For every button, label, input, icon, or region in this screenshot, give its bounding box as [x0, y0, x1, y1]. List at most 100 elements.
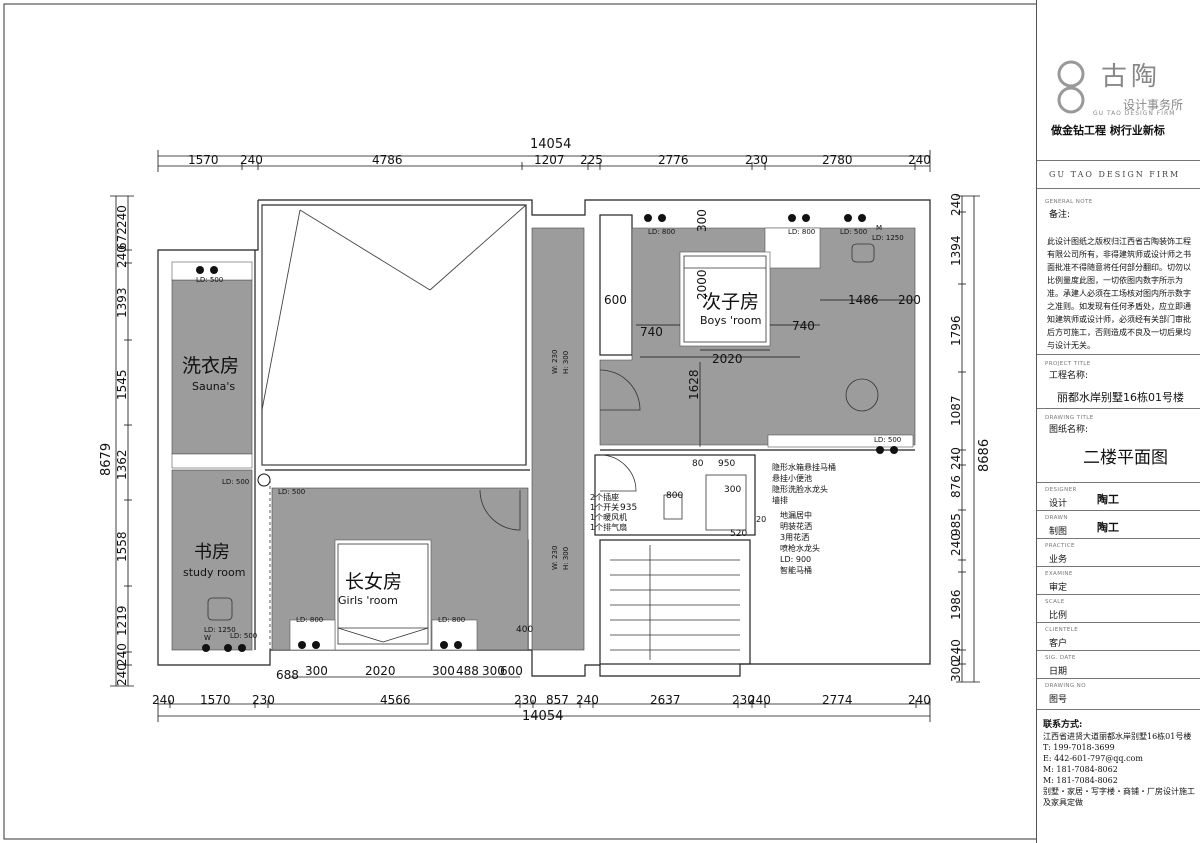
svg-text:876: 876 [949, 475, 963, 498]
ld-labels: LD: 500 LD: 800 LD: 800 LD: 500 M LD: 12… [196, 224, 904, 642]
void-hatch [261, 204, 527, 466]
svg-text:300: 300 [695, 209, 709, 232]
dim-total-left: 8679 [99, 443, 114, 476]
contact-mobile-1: M: 181-7084-8062 [1043, 765, 1118, 774]
svg-text:LD: 500: LD: 500 [874, 436, 901, 444]
svg-text:300: 300 [482, 664, 505, 678]
project-cn: 工程名称: [1049, 371, 1089, 381]
svg-text:LD: 1250: LD: 1250 [204, 626, 236, 634]
svg-text:20: 20 [756, 515, 766, 524]
svg-text:1个开关: 1个开关 [590, 502, 619, 512]
dim-left-chain: 240 672 240 1393 1545 1362 1558 1219 240… [115, 205, 129, 686]
note-body: 此设计图纸之版权归江西省古陶装饰工程有限公司所有，非得建筑师或设计师之书面批准不… [1047, 237, 1191, 350]
svg-text:230: 230 [514, 693, 537, 707]
svg-text:950: 950 [718, 459, 735, 469]
doors [269, 369, 641, 650]
svg-text:2个插座: 2个插座 [590, 492, 619, 502]
svg-text:LD: 500: LD: 500 [840, 228, 867, 236]
contact-email: E: 442-601-797@qq.com [1043, 754, 1143, 763]
svg-text:隐形水箱悬挂马桶: 隐形水箱悬挂马桶 [772, 462, 836, 472]
drawing-row: DRAWING TITLE 图纸名称: 二楼平面图 [1037, 408, 1200, 482]
brand-sub: 设计事务所 [1123, 98, 1184, 112]
svg-text:隐形洗脸水龙头: 隐形洗脸水龙头 [772, 484, 828, 494]
contact-title: 联系方式: [1043, 720, 1083, 730]
inner-dimensions [636, 299, 915, 447]
bath-annotations: 隐形水箱悬挂马桶 悬挂小便池 隐形洗脸水龙头 墙排 2个插座 1个开关 1个暖风… [590, 462, 836, 575]
svg-text:W: 230: W: 230 [551, 350, 559, 374]
room-study-en: study room [183, 566, 245, 579]
svg-text:985: 985 [949, 513, 963, 536]
svg-text:740: 740 [640, 325, 663, 339]
title-block: 古陶 设计事务所 GU TAO DESIGN FIRM 做金钻工程 树行业新标 … [1036, 0, 1200, 843]
svg-text:240: 240 [115, 643, 129, 666]
room-labels: 洗衣房 Sauna's 次子房 Boys 'room 长女房 Girls 'ro… [182, 291, 762, 607]
dim-total-bottom: 14054 [522, 709, 563, 724]
svg-text:1486: 1486 [848, 293, 879, 307]
svg-text:240: 240 [908, 153, 931, 167]
room-boys-en: Boys 'room [700, 314, 762, 327]
svg-text:1个排气扇: 1个排气扇 [590, 522, 627, 532]
svg-text:1394: 1394 [949, 235, 963, 266]
brand-en: GU TAO DESIGN FIRM [1093, 110, 1176, 117]
svg-text:4786: 4786 [372, 153, 403, 167]
svg-text:LD: 500: LD: 500 [196, 276, 223, 284]
svg-text:240: 240 [576, 693, 599, 707]
svg-text:3用花洒: 3用花洒 [780, 532, 809, 542]
svg-text:悬挂小便池: 悬挂小便池 [772, 473, 812, 483]
fixture-icons [196, 214, 898, 652]
svg-text:1087: 1087 [949, 395, 963, 426]
svg-text:230: 230 [745, 153, 768, 167]
svg-text:明装花洒: 明装花洒 [780, 521, 812, 531]
contact-mobile-2: M: 181-7084-8062 [1043, 776, 1118, 785]
svg-text:240: 240 [240, 153, 263, 167]
dim-total-top: 14054 [530, 137, 571, 152]
field-clientele: CLIENTELE 客户 [1037, 622, 1200, 650]
svg-text:W: W [204, 634, 211, 642]
firm-line-row: GU TAO DESIGN FIRM [1037, 160, 1200, 188]
svg-text:2020: 2020 [365, 664, 396, 678]
drawing-value: 二楼平面图 [1083, 448, 1168, 468]
svg-text:1个暖风机: 1个暖风机 [590, 512, 627, 522]
field-examine: EXAMINE 审定 [1037, 566, 1200, 594]
svg-text:1570: 1570 [200, 693, 231, 707]
svg-text:230: 230 [732, 693, 755, 707]
project-value: 丽都水岸别墅16栋01号楼 [1057, 391, 1184, 404]
brand-slogan: 做金钻工程 树行业新标 [1051, 124, 1165, 137]
svg-text:400: 400 [516, 625, 533, 635]
svg-text:240: 240 [949, 193, 963, 216]
brand-name: 古陶 [1101, 62, 1162, 92]
svg-text:2637: 2637 [650, 693, 681, 707]
svg-text:W: 230: W: 230 [551, 546, 559, 570]
room-study-cn: 书房 [194, 542, 230, 563]
dim-bottom-inner: 688 300 2020 300 488 300 600 [276, 664, 523, 682]
svg-text:1393: 1393 [115, 287, 129, 318]
svg-text:857: 857 [546, 693, 569, 707]
contact-services: 别墅・家居・写字楼・商铺・厂房设计施工及家具定做 [1043, 787, 1195, 807]
svg-text:300: 300 [432, 664, 455, 678]
svg-text:1558: 1558 [115, 531, 129, 562]
svg-text:225: 225 [580, 153, 603, 167]
svg-text:1545: 1545 [115, 369, 129, 400]
project-row: PROJECT TITLE 工程名称: 丽都水岸别墅16栋01号楼 [1037, 354, 1200, 408]
contact-block: 联系方式: 江西省进贤大道丽都水岸别墅16栋01号楼 T: 199-7018-3… [1043, 720, 1199, 808]
svg-text:240: 240 [949, 639, 963, 662]
svg-text:地漏居中: 地漏居中 [780, 510, 812, 520]
svg-text:LD: 800: LD: 800 [648, 228, 675, 236]
svg-text:740: 740 [792, 319, 815, 333]
svg-text:688: 688 [276, 668, 299, 682]
bottom-dimensions [157, 676, 931, 722]
svg-text:600: 600 [500, 664, 523, 678]
drawing-cn: 图纸名称: [1049, 425, 1089, 435]
svg-text:LD: 800: LD: 800 [296, 616, 323, 624]
svg-text:200: 200 [898, 293, 921, 307]
svg-text:1570: 1570 [188, 153, 219, 167]
svg-text:300: 300 [305, 664, 328, 678]
svg-text:600: 600 [604, 293, 627, 307]
svg-text:墙排: 墙排 [772, 495, 788, 505]
svg-text:2020: 2020 [712, 352, 743, 366]
svg-text:300: 300 [949, 659, 963, 682]
firm-line: GU TAO DESIGN FIRM [1049, 170, 1181, 179]
note-row: GENERAL NOTE 备注: [1037, 188, 1200, 354]
room-sauna-en: Sauna's [192, 380, 235, 393]
drawing-frame [3, 3, 1036, 840]
